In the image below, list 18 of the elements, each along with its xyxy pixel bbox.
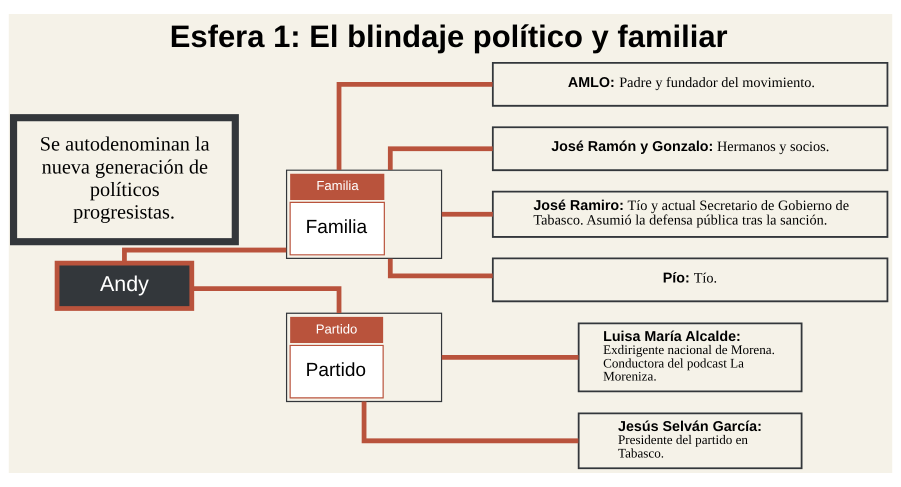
node-box: AMLO: Padre y fundador del movimiento. [492,62,888,107]
connector [442,354,578,360]
node-box: Luisa María Alcalde: Exdirigente nacional de Morena. Conductora del podcast La Moreniza. [578,322,802,392]
node-box: Andy [54,260,194,311]
node-box: Se autodenominan la nueva generación de políticos progresistas. [10,114,239,246]
diagram-title: Esfera 1: El blindaje político y familiar [170,19,728,54]
node-box: Jesús Selván García: Presidente del partido en Tabasco. [578,412,802,470]
connector [122,248,286,263]
connector [192,286,342,314]
node-box: Partido Partido [286,312,442,402]
connector [442,212,493,217]
node-box: Familia Familia [286,170,442,259]
node-box: José Ramón y Gonzalo: Hermanos y socios. [492,126,888,172]
connector [388,258,493,278]
node-box: José Ramiro: Tío y actual Secretario de Gobierno de Tabasco. Asumió la defensa pública tras la sanción. [492,190,888,238]
node-box: Pío: Tío. [492,258,888,302]
connector [362,402,578,444]
connector [336,82,493,170]
